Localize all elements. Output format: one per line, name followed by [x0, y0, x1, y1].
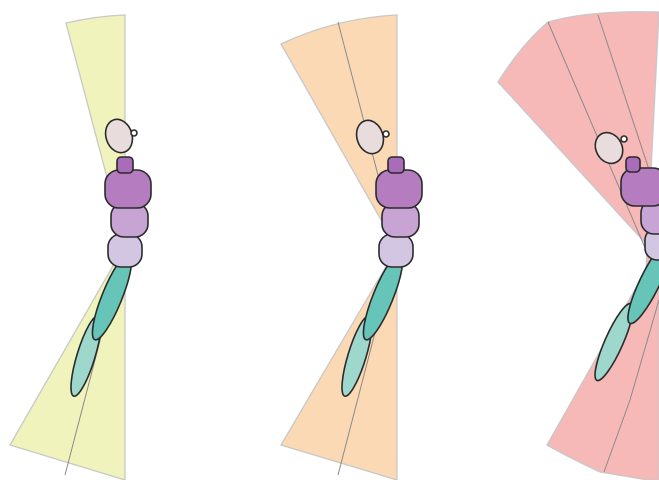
upper-torso — [376, 170, 422, 208]
motion-range-sector — [498, 12, 659, 480]
panel-small-range — [10, 15, 151, 480]
panel-medium-range — [281, 15, 422, 480]
ear-marker — [383, 131, 389, 137]
upper-torso — [621, 168, 659, 206]
ear-marker — [131, 130, 137, 136]
lower-torso — [379, 234, 413, 267]
neck — [626, 157, 640, 172]
ear-marker — [621, 136, 627, 142]
upper-torso — [105, 170, 151, 208]
neck — [117, 157, 133, 173]
lower-torso — [108, 234, 142, 267]
panel-large-range — [498, 12, 659, 480]
neck — [388, 157, 404, 173]
